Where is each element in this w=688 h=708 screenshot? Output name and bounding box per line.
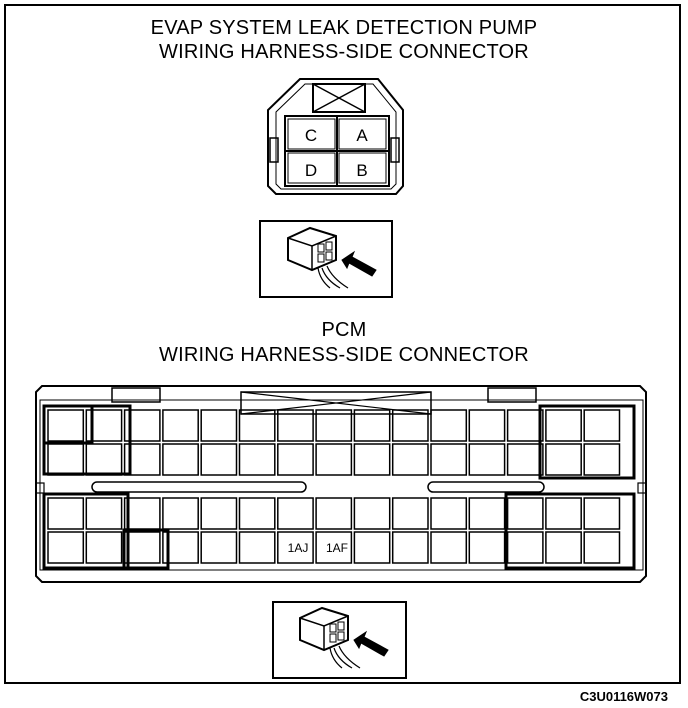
- pcm-terminal-cell: [353, 497, 391, 530]
- pcm-terminal-cell: [123, 409, 161, 442]
- pcm-terminal-group-outline: [122, 528, 170, 570]
- terminal-d-label: D: [305, 161, 317, 180]
- pcm-terminal-cell: [123, 531, 161, 564]
- evap-title-line1: EVAP SYSTEM LEAK DETECTION PUMP: [150, 17, 538, 39]
- pcm-terminal-cell: [315, 531, 353, 564]
- pcm-terminal-cell: [47, 531, 85, 564]
- pcm-terminal-cell: [162, 409, 199, 442]
- pcm-terminal-cell: [277, 443, 314, 476]
- pcm-terminal-grid: [42, 404, 636, 570]
- pcm-terminal-cell: [391, 531, 429, 564]
- pcm-terminal-cell: [468, 443, 506, 476]
- pcm-terminal-cell: [430, 531, 468, 564]
- pcm-terminal-cell: [47, 409, 85, 442]
- pcm-terminal-cell: [238, 409, 276, 442]
- pcm-terminal-cell: [468, 409, 506, 442]
- pcm-terminal-cell: [162, 443, 199, 476]
- pcm-terminal-cell: [200, 497, 238, 530]
- pcm-terminal-cell: [238, 531, 276, 564]
- pcm-terminal-cell: [85, 497, 123, 530]
- pcm-terminal-cell: [200, 531, 238, 564]
- pcm-terminal-cell: [277, 409, 314, 442]
- pcm-terminal-labels: 1AJ 1AF: [288, 541, 348, 555]
- evap-terminal-labels: C A D B: [305, 126, 368, 180]
- pcm-terminal-cell: [506, 497, 544, 530]
- pcm-terminal-cell: [506, 409, 544, 442]
- terminal-1af-label: 1AF: [326, 541, 348, 555]
- pcm-terminal-group-outline: [42, 404, 94, 445]
- view-indicator-pcm: [272, 601, 407, 679]
- pcm-terminal-cell: [238, 497, 276, 530]
- pcm-terminal-cell: [391, 443, 429, 476]
- pcm-terminal-cell: [47, 443, 85, 476]
- pcm-terminal-cell: [583, 531, 621, 564]
- pcm-terminal-cell: [583, 409, 621, 442]
- pcm-terminal-cell: [85, 409, 123, 442]
- pcm-terminal-cell: [506, 443, 544, 476]
- pcm-terminal-cell: [123, 443, 161, 476]
- pcm-terminal-cell: [353, 531, 391, 564]
- pcm-terminal-cell: [430, 443, 468, 476]
- pcm-terminal-cell: [315, 497, 353, 530]
- terminal-a-label: A: [356, 126, 368, 145]
- pcm-terminal-cell: [545, 443, 582, 476]
- pcm-title-line2: WIRING HARNESS-SIDE CONNECTOR: [159, 344, 529, 366]
- diagram-frame: [4, 4, 681, 684]
- pcm-terminal-cell: [430, 409, 468, 442]
- pcm-terminal-cell: [200, 409, 238, 442]
- evap-connector: [267, 78, 404, 195]
- pcm-terminal-cell: [468, 531, 506, 564]
- pcm-terminal-cell: [391, 409, 429, 442]
- pcm-terminal-cell: [277, 497, 314, 530]
- pcm-terminal-cell: [353, 409, 391, 442]
- pcm-terminal-cell: [545, 409, 582, 442]
- pcm-terminal-cell: [162, 497, 199, 530]
- pcm-terminal-cell: [545, 497, 582, 530]
- pcm-terminal-cell: [200, 443, 238, 476]
- pcm-terminal-cell: [506, 531, 544, 564]
- pcm-terminal-cell: [85, 443, 123, 476]
- pcm-terminal-cell: [545, 531, 582, 564]
- pcm-terminal-cell: [583, 443, 621, 476]
- pcm-terminal-cell: [123, 497, 161, 530]
- pcm-title-line1: PCM: [321, 319, 367, 341]
- pcm-terminal-cell: [391, 497, 429, 530]
- pcm-terminal-cell: [238, 443, 276, 476]
- pcm-terminal-cell: [315, 443, 353, 476]
- terminal-c-label: C: [305, 126, 317, 145]
- pcm-terminal-group-outline: [504, 492, 636, 570]
- pcm-terminal-cell: [353, 443, 391, 476]
- view-indicator-evap: [259, 220, 393, 298]
- pcm-terminal-cell: [430, 497, 468, 530]
- terminal-b-label: B: [356, 161, 367, 180]
- figure-code: C3U0116W073: [579, 689, 668, 704]
- pcm-terminal-cell: [162, 531, 199, 564]
- terminal-1aj-label: 1AJ: [288, 541, 309, 555]
- pcm-terminal-cell: [583, 497, 621, 530]
- pcm-terminal-cell: [47, 497, 85, 530]
- evap-title-line2: WIRING HARNESS-SIDE CONNECTOR: [159, 41, 529, 63]
- pcm-terminal-cell: [277, 531, 314, 564]
- pcm-terminal-cell: [85, 531, 123, 564]
- pcm-terminal-group-outline: [538, 404, 636, 480]
- pcm-terminal-group-outline: [42, 404, 132, 476]
- pcm-connector: [35, 385, 647, 583]
- pcm-terminal-cell: [468, 497, 506, 530]
- pcm-terminal-cell: [315, 409, 353, 442]
